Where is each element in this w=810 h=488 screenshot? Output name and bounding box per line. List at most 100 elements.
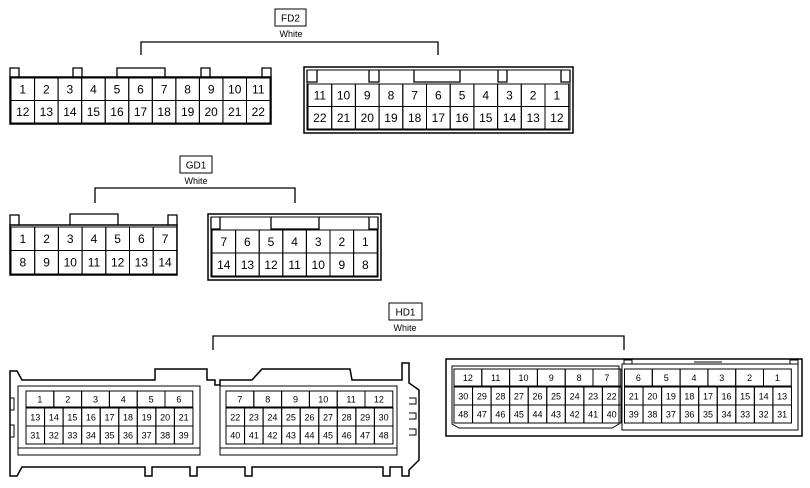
fd2-male-pin-number: 19 <box>181 105 195 119</box>
hd1-female-pin-number: 20 <box>647 392 657 402</box>
hd1-female-pin-number: 47 <box>477 410 487 420</box>
gd1-female-pin-number: 12 <box>264 258 278 272</box>
hd1-female-pin-number: 35 <box>703 410 713 420</box>
hd1-male-pin-number: 42 <box>267 431 277 441</box>
gd1-male-pin-number: 1 <box>20 232 27 246</box>
gd1-female-pin-number: 14 <box>217 258 231 272</box>
hd1-male-pin-number: 5 <box>149 395 154 405</box>
gd1-bracket <box>94 187 296 203</box>
hd1-male-pin-number: 32 <box>49 431 59 441</box>
fd2-male-pin-number: 3 <box>67 83 74 97</box>
hd1-male-pin-number: 24 <box>267 413 277 423</box>
fd2-female-pin-number: 10 <box>337 89 351 103</box>
fd2-female-pin-number: 21 <box>337 111 351 125</box>
fd2-color: White <box>279 29 302 39</box>
hd1-female-pin-number: 40 <box>607 410 617 420</box>
hd1-male-pin-number: 25 <box>286 413 296 423</box>
fd2-male-pin-number: 1 <box>19 83 26 97</box>
gd1-male-pin-number: 6 <box>138 232 145 246</box>
hd1-male-cavity <box>173 425 194 445</box>
hd1-male-pin-number: 9 <box>293 395 298 405</box>
hd1-female-pin-number: 16 <box>722 392 732 402</box>
hd1-male-pin-number: 41 <box>249 431 259 441</box>
fd2-female-pin-number: 17 <box>432 111 446 125</box>
hd1-male-pin-number: 37 <box>142 431 152 441</box>
gd1-male-pin-number: 9 <box>43 256 50 270</box>
hd1-male-pin-number: 3 <box>93 395 98 405</box>
gd1-male-pin-number: 7 <box>162 232 169 246</box>
hd1-male-cavity <box>373 425 394 445</box>
hd1-male-pin-number: 39 <box>179 431 189 441</box>
hd1-female-pin-number: 6 <box>636 373 641 383</box>
fd2-male-pin-number: 18 <box>157 105 171 119</box>
hd1-male-pin-number: 29 <box>360 413 370 423</box>
fd2-female-cavity <box>544 106 570 130</box>
hd1-male-pin-number: 21 <box>179 413 189 423</box>
gd1-female-pin-number: 2 <box>338 235 345 249</box>
hd1-female-pin-number: 11 <box>491 373 500 383</box>
fd2-male-pin-number: 2 <box>43 83 50 97</box>
hd1-male-side-tabs <box>10 397 417 438</box>
hd1-male-pin-number: 7 <box>237 395 242 405</box>
hd1-male-pin-number: 15 <box>67 413 77 423</box>
hd1-male-pin-number: 16 <box>86 413 96 423</box>
hd1-female-pin-number: 1 <box>775 373 780 383</box>
hd1-female-pin-number: 5 <box>664 373 669 383</box>
fd2-female-pin-number: 16 <box>455 111 469 125</box>
fd2-label: FD2 <box>281 14 300 25</box>
fd2-female-pin-number: 12 <box>550 111 564 125</box>
hd1-female-pin-number: 27 <box>514 392 524 402</box>
hd1-male-pin-number: 8 <box>265 395 270 405</box>
hd1-female-pin-number: 32 <box>759 410 769 420</box>
hd1-female-pin-number: 46 <box>495 410 505 420</box>
gd1-male-pin-number: 5 <box>114 232 121 246</box>
gd1-male-pin-number: 8 <box>20 256 27 270</box>
gd1-female-pin-number: 8 <box>362 258 369 272</box>
hd1-female-pin-number: 13 <box>777 392 787 402</box>
fd2-male-pin-number: 7 <box>161 83 168 97</box>
gd1-male-pin-number: 10 <box>64 256 78 270</box>
hd1-female-pin-number: 9 <box>549 373 554 383</box>
hd1-female-pin-number: 23 <box>588 392 598 402</box>
gd1-label: GD1 <box>186 161 207 172</box>
fd2-female-pin-number: 18 <box>408 111 422 125</box>
fd2-female-pin-number: 22 <box>313 111 327 125</box>
hd1-male-pin-number: 43 <box>286 431 296 441</box>
gd1-male-pin-number: 11 <box>88 256 101 270</box>
hd1-female-pin-number: 10 <box>518 373 528 383</box>
hd1-male-pin-number: 17 <box>104 413 114 423</box>
hd1-label-box <box>388 302 423 321</box>
hd1-male-pin-number: 2 <box>65 395 70 405</box>
fd2-male-pin-number: 14 <box>63 105 77 119</box>
fd2-female-pin-number: 15 <box>479 111 493 125</box>
hd1-male-pin-number: 23 <box>249 413 259 423</box>
hd1-male-pin-number: 22 <box>230 413 240 423</box>
hd1-male-pin-number: 34 <box>86 431 96 441</box>
gd1-male-pin-number: 3 <box>67 232 74 246</box>
hd1-female-pin-number: 18 <box>684 392 694 402</box>
fd2-male-pin-number: 16 <box>110 105 124 119</box>
fd2-male-housing <box>9 67 272 77</box>
gd1-female-pin-number: 9 <box>338 258 345 272</box>
fd2-male-pin-number: 10 <box>228 83 242 97</box>
gd1-female-pin-number: 6 <box>244 235 251 249</box>
hd1-female-pin-number: 4 <box>691 373 696 383</box>
hd1-male-pin-number: 1 <box>37 395 42 405</box>
gd1-female-cavity <box>353 252 378 277</box>
hd1-male-pin-number: 18 <box>123 413 133 423</box>
hd1-label: HD1 <box>395 308 415 319</box>
fd2-male-pin-number: 5 <box>114 83 121 97</box>
hd1-male-pin-number: 19 <box>142 413 152 423</box>
hd1-female-pin-number: 44 <box>532 410 542 420</box>
gd1-female-pin-number: 7 <box>220 235 227 249</box>
